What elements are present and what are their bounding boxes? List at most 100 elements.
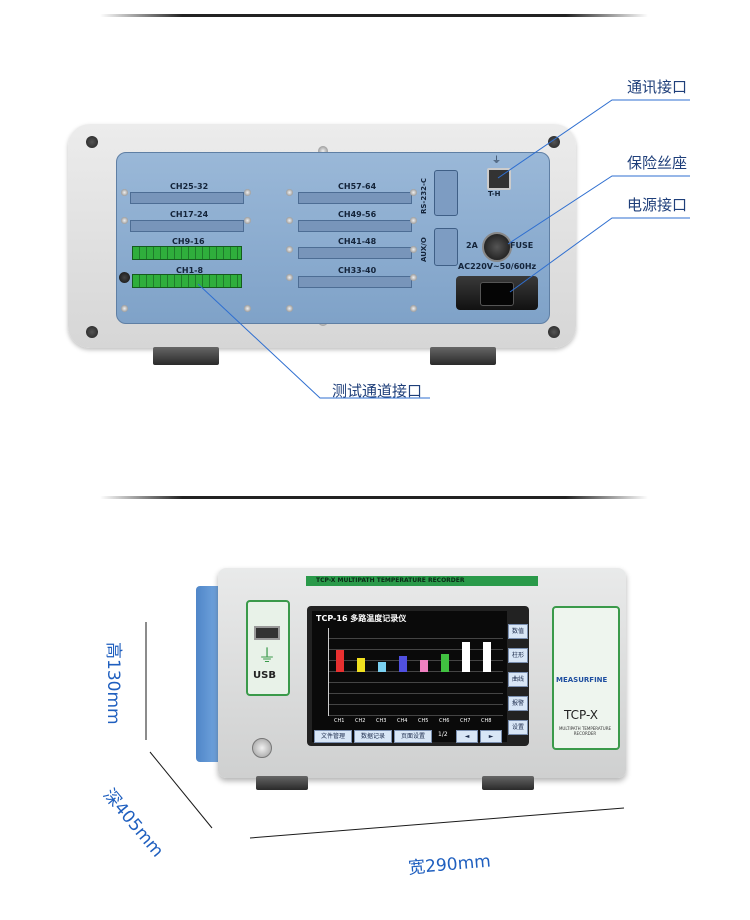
power-button[interactable] — [252, 738, 272, 758]
terminal-block-ch1-8 — [132, 274, 242, 288]
housing-screw — [548, 326, 560, 338]
slot-label-ch49-56: CH49-56 — [338, 210, 377, 219]
screen-bar — [399, 656, 407, 672]
screen-bar — [483, 642, 491, 672]
panel-screw — [286, 305, 293, 312]
bar-chart-labels: CH1 CH2 CH3 CH4 CH5 CH6 CH7 CH8 — [330, 718, 500, 726]
bar-chart-area — [328, 628, 503, 716]
housing-screw — [86, 326, 98, 338]
screen-bar-label: CH7 — [460, 718, 471, 724]
softkey-curve[interactable]: 曲线 — [508, 672, 528, 687]
panel-screw — [121, 189, 128, 196]
terminal-block-ch9-16 — [132, 246, 242, 260]
housing-screw — [318, 146, 328, 156]
channel-slot — [130, 220, 244, 232]
brand-logo: MEASURFINE — [556, 676, 608, 684]
screen-bar — [420, 660, 428, 672]
slot-label-ch25-32: CH25-32 — [170, 182, 209, 191]
brand-model-sub: MULTIPATH TEMPERATURE RECORDER — [558, 726, 612, 736]
panel-screw — [244, 217, 251, 224]
model-strip — [306, 576, 538, 586]
usb-symbol-icon: ⏚ — [492, 156, 502, 166]
callout-channel-port: 测试通道接口 — [332, 382, 423, 400]
fuse-holder — [482, 232, 512, 262]
rear-foot — [430, 347, 496, 365]
screen-bar — [357, 658, 365, 672]
usb-trident-icon: ⏚ — [258, 646, 276, 667]
channel-slot — [298, 276, 412, 288]
panel-screw — [286, 217, 293, 224]
top-divider — [100, 14, 648, 17]
panel-screw — [410, 246, 417, 253]
next-page-button[interactable]: ► — [480, 730, 502, 743]
screen-bar-label: CH8 — [481, 718, 492, 724]
screen-bar — [336, 650, 344, 672]
screen-bar-label: CH3 — [376, 718, 387, 724]
screen-bar-label: CH5 — [418, 718, 429, 724]
screen-bar-label: CH2 — [355, 718, 366, 724]
front-usb-port — [254, 626, 280, 640]
softkey-bar[interactable]: 柱形 — [508, 648, 528, 663]
brand-panel — [552, 606, 620, 750]
softkey-settings[interactable]: 设置 — [508, 720, 528, 735]
aux-port — [434, 228, 458, 266]
front-foot — [482, 776, 534, 790]
screen-bar-label: CH1 — [334, 718, 345, 724]
slot-label-ch33-40: CH33-40 — [338, 266, 377, 275]
screen-bar-label: CH6 — [439, 718, 450, 724]
channel-slot — [298, 220, 412, 232]
callout-lines — [197, 99, 690, 399]
housing-screw — [548, 136, 560, 148]
screen-bar — [462, 642, 470, 672]
fuse-label: FUSE — [510, 241, 534, 250]
screen-title: TCP-16 多路温度记录仪 — [316, 614, 407, 623]
page-setup-button[interactable]: 页面设置 — [394, 730, 432, 743]
dimension-height: 高130mm — [103, 642, 123, 725]
ground-terminal — [119, 272, 130, 283]
middle-divider — [100, 496, 648, 499]
panel-screw — [244, 305, 251, 312]
power-rating: AC220V~50/60Hz — [458, 262, 537, 271]
housing-screw — [86, 136, 98, 148]
panel-screw — [410, 217, 417, 224]
panel-screw — [286, 274, 293, 281]
panel-screw — [286, 246, 293, 253]
brand-model: TCP-X — [564, 708, 598, 722]
rear-foot — [153, 347, 219, 365]
usb-port-label: T-H — [488, 190, 501, 198]
slot-label-ch41-48: CH41-48 — [338, 237, 377, 246]
rs232-port — [434, 170, 458, 216]
panel-screw — [286, 189, 293, 196]
prev-page-button[interactable]: ◄ — [456, 730, 478, 743]
channel-slot — [298, 192, 412, 204]
fuse-rating: 2A — [466, 241, 478, 250]
channel-slot — [298, 247, 412, 259]
channel-slot — [130, 192, 244, 204]
softkey-value[interactable]: 数值 — [508, 624, 528, 639]
bar-chart-bars — [330, 628, 500, 716]
slot-label-ch1-8: CH1-8 — [176, 266, 204, 275]
panel-screw — [410, 274, 417, 281]
panel-screw — [121, 217, 128, 224]
model-strip-text: TCP-X MULTIPATH TEMPERATURE RECORDER — [316, 577, 465, 584]
callout-comm-port: 通讯接口 — [627, 78, 688, 96]
panel-screw — [244, 189, 251, 196]
screen-bar — [441, 654, 449, 672]
power-socket — [480, 282, 514, 306]
panel-screw — [410, 305, 417, 312]
screen-bar — [378, 662, 386, 672]
callout-fuse-holder: 保险丝座 — [627, 154, 688, 172]
panel-screw — [410, 189, 417, 196]
usb-panel — [246, 600, 290, 696]
softkey-alarm[interactable]: 报警 — [508, 696, 528, 711]
front-foot — [256, 776, 308, 790]
page-indicator: 1/2 — [438, 731, 448, 738]
screen-bar-label: CH4 — [397, 718, 408, 724]
front-usb-label: USB — [253, 670, 276, 681]
data-record-button[interactable]: 数据记录 — [354, 730, 392, 743]
slot-label-ch17-24: CH17-24 — [170, 210, 209, 219]
slot-label-ch57-64: CH57-64 — [338, 182, 377, 191]
file-manage-button[interactable]: 文件管理 — [314, 730, 352, 743]
panel-screw — [121, 305, 128, 312]
